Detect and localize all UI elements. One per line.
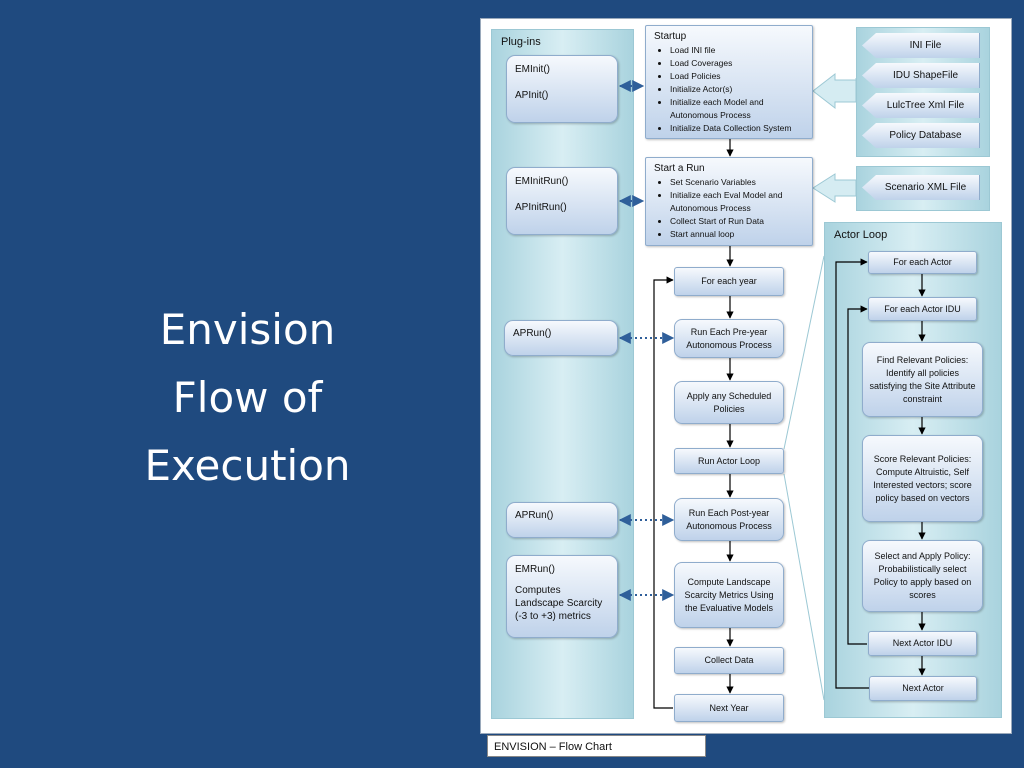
input-lulctree-xml: LulcTree Xml File (862, 93, 980, 118)
startup-box: Startup Load INI file Load Coverages Loa… (645, 25, 813, 139)
startup-item: Load Policies (670, 70, 804, 83)
input-ini-file: INI File (862, 33, 980, 58)
plugin-line: Landscape Scarcity (515, 598, 603, 609)
start-run-list: Set Scenario Variables Initialize each E… (654, 176, 804, 241)
actor-loop-title: Actor Loop (834, 229, 888, 241)
actor-select-policy: Select and Apply Policy: Probabilistical… (862, 540, 983, 612)
flow-compute-scarcity: Compute Landscape Scarcity Metrics Using… (674, 562, 784, 628)
start-run-box: Start a Run Set Scenario Variables Initi… (645, 157, 813, 246)
flow-next-year: Next Year (674, 694, 784, 722)
slide-title-line: Flow of (172, 373, 323, 422)
plugin-line: EMInitRun() (515, 176, 569, 187)
plugin-line: APRun() (515, 510, 554, 521)
actor-find-policies: Find Relevant Policies: Identify all pol… (862, 342, 983, 417)
flow-run-pre-year: Run Each Pre-year Autonomous Process (674, 319, 784, 358)
startup-item: Initialize Data Collection System (670, 122, 804, 135)
figure-caption: ENVISION – Flow Chart (487, 735, 706, 757)
flow-apply-policies: Apply any Scheduled Policies (674, 381, 784, 424)
flow-run-actor-loop: Run Actor Loop (674, 448, 784, 474)
plugin-box-emrun: EMRun() Computes Landscape Scarcity (-3 … (506, 555, 618, 638)
slide-title: Envision Flow of Execution (100, 296, 395, 500)
flow-collect-data: Collect Data (674, 647, 784, 674)
actor-next-actor: Next Actor (869, 676, 977, 701)
startup-item: Load Coverages (670, 57, 804, 70)
plugin-box-initrun: EMInitRun() APInitRun() (506, 167, 618, 235)
plugin-box-aprun-post: APRun() (506, 502, 618, 538)
startup-item: Initialize Actor(s) (670, 83, 804, 96)
start-run-item: Initialize each Eval Model and Autonomou… (670, 189, 804, 215)
plugins-title: Plug-ins (501, 36, 541, 48)
plugin-line: EMInit() (515, 64, 550, 75)
plugin-line: APInit() (515, 90, 549, 101)
flow-run-post-year: Run Each Post-year Autonomous Process (674, 498, 784, 541)
input-idu-shapefile: IDU ShapeFile (862, 63, 980, 88)
plugin-line: (-3 to +3) metrics (515, 611, 591, 622)
slide-title-line: Envision (159, 305, 336, 354)
actor-score-policies: Score Relevant Policies: Compute Altruis… (862, 435, 983, 522)
input-scenario-xml: Scenario XML File (862, 175, 980, 200)
actor-next-idu: Next Actor IDU (868, 631, 977, 656)
actor-for-each-idu: For each Actor IDU (868, 297, 977, 321)
startup-item: Initialize each Model and Autonomous Pro… (670, 96, 804, 122)
startup-item: Load INI file (670, 44, 804, 57)
start-run-item: Set Scenario Variables (670, 176, 804, 189)
input-policy-database: Policy Database (862, 123, 980, 148)
plugin-line: APInitRun() (515, 202, 567, 213)
startup-title: Startup (654, 31, 687, 42)
actor-for-each-actor: For each Actor (868, 251, 977, 274)
plugin-line: APRun() (513, 328, 552, 339)
start-run-title: Start a Run (654, 163, 705, 174)
start-run-item: Collect Start of Run Data (670, 215, 804, 228)
plugin-line: Computes (515, 585, 561, 596)
slide-title-line: Execution (144, 441, 351, 490)
plugin-box-aprun-pre: APRun() (504, 320, 618, 356)
plugin-line: EMRun() (515, 564, 556, 575)
start-run-item: Start annual loop (670, 228, 804, 241)
flow-for-each-year: For each year (674, 267, 784, 296)
startup-list: Load INI file Load Coverages Load Polici… (654, 44, 804, 135)
plugin-box-init: EMInit() APInit() (506, 55, 618, 123)
